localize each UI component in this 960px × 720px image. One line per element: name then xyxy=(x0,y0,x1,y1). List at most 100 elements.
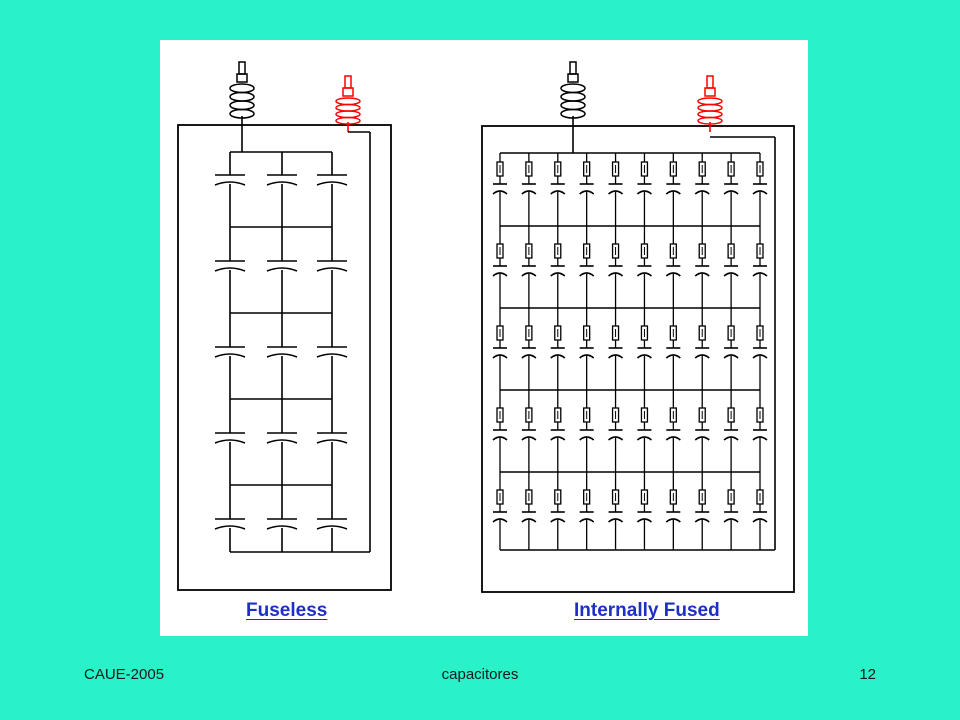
capacitor-element xyxy=(579,347,595,359)
capacitor-plate-bottom xyxy=(752,272,768,277)
capacitor-plate-bottom xyxy=(521,354,537,359)
internal-fuse xyxy=(698,489,706,505)
capacitor-plate-bottom xyxy=(694,354,710,359)
bushing-cap xyxy=(236,73,248,83)
internal-fuse xyxy=(698,325,706,341)
internal-fuse xyxy=(583,325,591,341)
capacitor-plate-bottom xyxy=(608,272,624,277)
internal-fuse xyxy=(669,407,677,423)
tank-outline xyxy=(481,125,795,593)
internal-fuse xyxy=(496,161,504,177)
capacitor-plate-bottom xyxy=(492,190,508,195)
capacitor xyxy=(214,174,246,186)
internal-fuse xyxy=(611,489,620,505)
capacitor-element xyxy=(636,429,652,441)
internal-fuse xyxy=(640,489,649,505)
capacitor-plate-bottom xyxy=(694,272,710,277)
internal-fuse xyxy=(698,161,706,177)
capacitor-plate-bottom xyxy=(723,272,739,277)
capacitor-plate-bottom xyxy=(665,354,681,359)
capacitor-plate-bottom xyxy=(550,354,566,359)
capacitor-plate-bottom xyxy=(521,436,537,441)
capacitor-plate-bottom xyxy=(636,518,652,523)
capacitor-element xyxy=(665,265,681,277)
capacitor-element xyxy=(752,511,768,523)
internal-fuse xyxy=(611,161,620,177)
capacitor-element xyxy=(636,265,652,277)
internal-fuse xyxy=(698,243,706,259)
neutral-bushing xyxy=(697,75,723,132)
bushing-shed xyxy=(697,97,723,106)
internal-fuse xyxy=(727,325,735,341)
capacitor-element xyxy=(723,265,739,277)
capacitor-element xyxy=(752,265,768,277)
internal-fuse xyxy=(669,243,677,259)
capacitor-plate-bottom xyxy=(492,354,508,359)
capacitor-plate-bottom xyxy=(723,518,739,523)
internally-fused-capacitor-unit xyxy=(481,61,795,593)
capacitor-element xyxy=(636,511,652,523)
capacitor-plate-bottom xyxy=(636,354,652,359)
capacitor xyxy=(316,174,348,186)
fuseless-capacitor-unit xyxy=(177,61,392,591)
capacitor-plate-bottom xyxy=(723,436,739,441)
bushing-stud xyxy=(569,61,577,75)
bushing-shed xyxy=(335,110,361,119)
capacitor-element xyxy=(665,183,681,195)
internal-fuse xyxy=(525,243,533,259)
internal-fuse xyxy=(611,407,620,423)
footer-author: CAUE-2005 xyxy=(84,666,165,683)
capacitor-plate-bottom xyxy=(214,353,246,358)
capacitor-plate-bottom xyxy=(521,518,537,523)
capacitor-plate-bottom xyxy=(492,272,508,277)
internal-fuse xyxy=(756,161,764,177)
internal-fuse xyxy=(496,243,504,259)
internal-fuse xyxy=(640,325,649,341)
capacitor xyxy=(316,260,348,272)
line-bushing xyxy=(229,61,255,126)
capacitor-plate-bottom xyxy=(752,518,768,523)
capacitor-diagram-figure: Fuseless Internally Fused xyxy=(160,40,808,636)
capacitor-element xyxy=(492,183,508,195)
internal-fuse xyxy=(496,407,504,423)
capacitor-plate-bottom xyxy=(492,436,508,441)
internal-fuse xyxy=(727,161,735,177)
capacitor-element xyxy=(550,347,566,359)
capacitor xyxy=(214,518,246,530)
capacitor-plate-bottom xyxy=(579,518,595,523)
internal-fuse xyxy=(611,243,620,259)
internal-fuse xyxy=(756,407,764,423)
internal-fuse xyxy=(554,243,562,259)
internal-fuse xyxy=(640,407,649,423)
capacitor-plate-bottom xyxy=(266,525,298,530)
internal-fuse xyxy=(583,407,591,423)
capacitor-plate-bottom xyxy=(579,272,595,277)
capacitor-plate-bottom xyxy=(550,190,566,195)
capacitor-element xyxy=(579,183,595,195)
bushing-stud xyxy=(344,75,352,89)
internal-fuse xyxy=(554,489,562,505)
bushing-shed xyxy=(697,103,723,112)
capacitor-element xyxy=(521,347,537,359)
internal-fuse xyxy=(583,161,591,177)
capacitor xyxy=(266,174,298,186)
internal-fuse xyxy=(525,161,533,177)
internal-fuse xyxy=(554,407,562,423)
capacitor-element xyxy=(665,429,681,441)
capacitor-plate-bottom xyxy=(214,181,246,186)
capacitor-element xyxy=(521,265,537,277)
capacitor-plate-bottom xyxy=(550,518,566,523)
capacitor-plate-bottom xyxy=(316,439,348,444)
internal-fuse xyxy=(756,243,764,259)
tank-outline xyxy=(177,124,392,591)
capacitor-plate-bottom xyxy=(636,190,652,195)
capacitor-plate-bottom xyxy=(608,354,624,359)
bushing-shed xyxy=(335,103,361,112)
internal-fuse xyxy=(611,325,620,341)
bushing-cap xyxy=(567,73,579,83)
internal-fuse xyxy=(669,161,677,177)
internal-fuse xyxy=(583,243,591,259)
slide-number: 12 xyxy=(859,666,876,683)
capacitor-element xyxy=(550,511,566,523)
capacitor-plate-bottom xyxy=(266,267,298,272)
